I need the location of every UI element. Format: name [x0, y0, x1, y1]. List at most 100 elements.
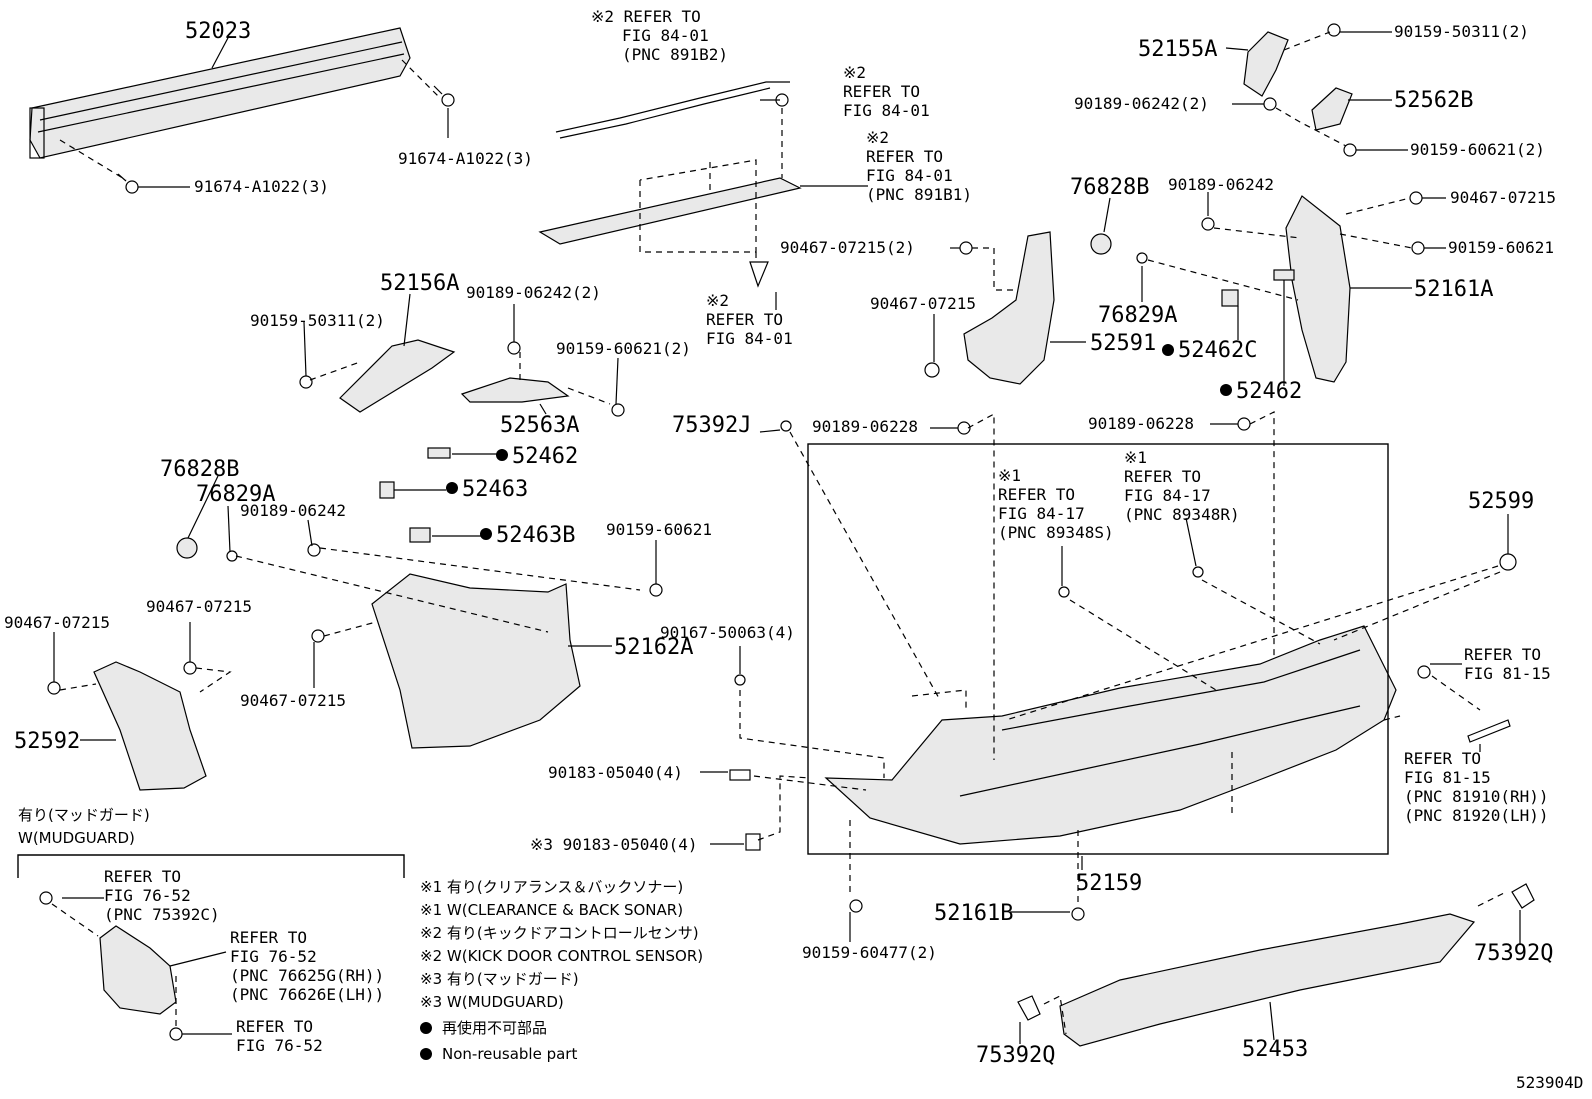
legend-k3-en: ※3 W(MUDGUARD) [420, 993, 564, 1011]
label-75392Q-right: 75392Q [1474, 941, 1553, 966]
non-reusable-dot [420, 1022, 432, 1034]
label-90159-60621-2-right: 90159-60621(2) [1410, 140, 1545, 159]
non-reusable-dot [1162, 344, 1174, 356]
dashed-assembly-lines [51, 31, 1507, 1035]
note-891b1-line2: REFER TO [866, 147, 943, 166]
note-89348r-line3: FIG 84-17 [1124, 486, 1211, 505]
note-891b1-line1: ※2 [866, 128, 889, 147]
part-52591-retainer [963, 231, 1055, 385]
label-90467-07215-2: 90467-07215(2) [780, 238, 915, 257]
mudguard-heading-en: W(MUDGUARD) [18, 829, 135, 847]
note-891b2-line2: FIG 84-01 [622, 26, 709, 45]
note-7652a-line2: FIG 76-52 [104, 886, 191, 905]
note-k2a-line1: ※2 [843, 63, 866, 82]
label-52563A: 52563A [500, 413, 579, 438]
note-7652b-line2: FIG 76-52 [230, 947, 317, 966]
label-52161A: 52161A [1414, 277, 1493, 302]
note-k2a-line2: REFER TO [843, 82, 920, 101]
label-52159: 52159 [1076, 871, 1142, 896]
label-76828B-right: 76828B [1070, 175, 1149, 200]
label-52156A: 52156A [380, 271, 459, 296]
legend-non-reusable-jp: 再使用不可部品 [442, 1019, 547, 1037]
note-7652a-line3: (PNC 75392C) [104, 905, 220, 924]
note-7652a-line1: REFER TO [104, 867, 181, 886]
part-52462-pad [427, 447, 451, 459]
legend-k1-jp: ※1 有り(クリアランス＆バックソナー) [420, 878, 683, 896]
label-90189-06242-right: 90189-06242(2) [1074, 94, 1209, 113]
label-90183-05040: 90183-05040(4) [548, 763, 683, 782]
part-52155A-bracket [1243, 31, 1289, 97]
note-k2b-line3: FIG 84-01 [706, 329, 793, 348]
legend-non-reusable-en: Non-reusable part [442, 1045, 577, 1063]
legend-k2-jp: ※2 有り(キックドアコントロールセンサ) [420, 924, 699, 942]
diagram-id: 523904D [1516, 1073, 1583, 1092]
note-7652c-line2: FIG 76-52 [236, 1036, 323, 1055]
label-91674-a: 91674-A1022(3) [398, 149, 533, 168]
non-reusable-dot [496, 449, 508, 461]
legend-k3-jp: ※3 有り(マッドガード) [420, 970, 579, 988]
label-52592: 52592 [14, 729, 80, 754]
legend-k2-en: ※2 W(KICK DOOR CONTROL SENSOR) [420, 947, 703, 965]
label-52462-left: 52462 [512, 444, 578, 469]
note-891b2-line1: ※2 REFER TO [591, 7, 701, 26]
note-k2a-line3: FIG 84-01 [843, 101, 930, 120]
label-90159-60621-2-left: 90159-60621(2) [556, 339, 691, 358]
part-52023-reinforcement [29, 27, 411, 159]
note-8115-line1: REFER TO [1464, 645, 1541, 664]
label-52462-right: 52462 [1236, 379, 1302, 404]
non-reusable-dot [480, 528, 492, 540]
part-52562B-bracket [1311, 87, 1353, 131]
label-90189-06242-left: 90189-06242 [240, 501, 346, 520]
part-sensor-harness-icon [538, 81, 802, 245]
part-52161A-retainer [1285, 195, 1351, 383]
label-90189-06228-b: 90189-06228 [1088, 414, 1194, 433]
note-8115-line2: FIG 81-15 [1464, 664, 1551, 683]
part-76828B-left-grommet [176, 537, 198, 559]
note-891b1-line3: FIG 84-01 [866, 166, 953, 185]
label-90467-07215-r1: 90467-07215 [1450, 188, 1556, 207]
note-89348s-line1: ※1 [998, 466, 1021, 485]
label-90189-06228-a: 90189-06228 [812, 417, 918, 436]
legend-k1-en: ※1 W(CLEARANCE & BACK SONAR) [420, 901, 683, 919]
note-8115b-line1: REFER TO [1404, 749, 1481, 768]
note-8115b-line2: FIG 81-15 [1404, 768, 1491, 787]
part-mudguard [99, 925, 177, 1015]
note-89348r-line1: ※1 [1124, 448, 1147, 467]
label-52453: 52453 [1242, 1037, 1308, 1062]
part-76828B-grommet [1090, 233, 1112, 255]
label-76828B-left: 76828B [160, 457, 239, 482]
part-52592-retainer [93, 661, 207, 791]
note-89348s-line2: REFER TO [998, 485, 1075, 504]
label-75392Q-left: 75392Q [976, 1043, 1055, 1068]
note-89348r-line4: (PNC 89348R) [1124, 505, 1240, 524]
part-52463B-pad [409, 527, 431, 543]
label-90189-06242-single: 90189-06242 [1168, 175, 1274, 194]
part-52563A-bracket [460, 377, 570, 403]
label-90467-07215-mid: 90467-07215 [870, 294, 976, 313]
label-75392J: 75392J [672, 413, 751, 438]
part-52462C-pad [1221, 289, 1239, 307]
note-891b2-line3: (PNC 891B2) [622, 45, 728, 64]
label-90159-50311-left: 90159-50311(2) [250, 311, 385, 330]
label-52463B: 52463B [496, 523, 575, 548]
note-k2b-line2: REFER TO [706, 310, 783, 329]
non-reusable-dot [446, 482, 458, 494]
label-90467-07215-c: 90467-07215 [240, 691, 346, 710]
label-52599: 52599 [1468, 489, 1534, 514]
label-76829A-right: 76829A [1098, 303, 1177, 328]
label-52023: 52023 [185, 19, 251, 44]
label-52591: 52591 [1090, 331, 1156, 356]
label-91674-b: 91674-A1022(3) [194, 177, 329, 196]
part-52156A-bracket [339, 339, 456, 413]
label-52462C: 52462C [1178, 338, 1257, 363]
note-7652b-line1: REFER TO [230, 928, 307, 947]
label-90467-07215-b: 90467-07215 [146, 597, 252, 616]
label-76829A-left: 76829A [196, 482, 275, 507]
note-7652b-line3: (PNC 76625G(RH)) [230, 966, 384, 985]
label-90183-05040-k3: ※3 90183-05040(4) [530, 835, 698, 854]
note-8115b-line3: (PNC 81910(RH)) [1404, 787, 1549, 806]
label-90167-50063: 90167-50063(4) [660, 623, 795, 642]
mudguard-heading-jp: 有り(マッドガード) [18, 806, 150, 824]
label-90159-60477: 90159-60477(2) [802, 943, 937, 962]
